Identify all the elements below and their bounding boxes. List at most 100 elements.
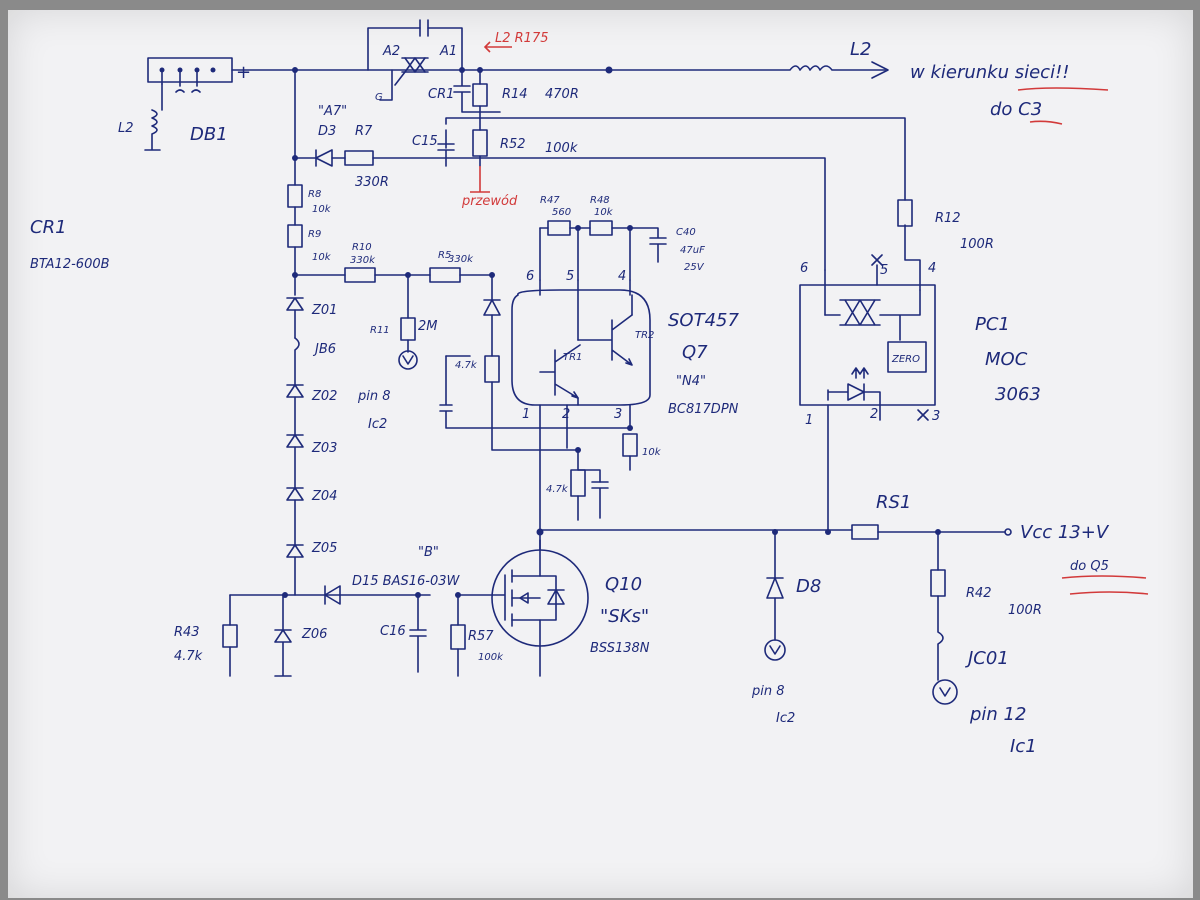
label-d8: D8 (796, 576, 821, 597)
label-r5-val: 330k (448, 254, 474, 265)
label-r42: R42 (966, 586, 992, 601)
label-a2: A2 (382, 44, 400, 59)
label-r47-val: 560 (552, 207, 571, 218)
label-d3: D3 (318, 124, 336, 139)
label-z02: Z02 (311, 389, 337, 404)
label-pin4: 4 (618, 269, 626, 284)
label-db1: DB1 (190, 124, 228, 145)
label-pc-pin1: 1 (805, 413, 813, 428)
label-a1: A1 (439, 44, 457, 59)
label-z04: Z04 (311, 489, 337, 504)
label-c40-val: 47uF (680, 245, 705, 256)
label-sk: "SKs" (600, 606, 649, 627)
label-cr1-small: CR1 (428, 87, 454, 102)
label-n4: "N4" (676, 374, 706, 389)
label-c16: C16 (380, 624, 406, 639)
underline-q5 (1061, 575, 1149, 595)
label-r47: R47 (540, 195, 560, 206)
label-z06: Z06 (301, 627, 327, 642)
label-ic2-b: Ic2 (776, 711, 795, 726)
label-r11-val: 2M (418, 319, 438, 334)
label-zero: ZERO (891, 354, 920, 365)
label-rs1: RS1 (876, 492, 911, 513)
label-pin1: 1 (522, 407, 530, 422)
triac-cr1 (367, 19, 463, 101)
label-r8: R8 (308, 189, 321, 200)
label-q7: Q7 (682, 342, 708, 363)
label-r57: R57 (468, 629, 494, 644)
label-r14: R14 (502, 87, 528, 102)
note-to-q5: do Q5 (1070, 559, 1109, 574)
label-r8-val: 10k (312, 204, 332, 215)
note-to-c3: do C3 (990, 99, 1042, 120)
label-b-mark: "B" (418, 545, 439, 560)
note-cr1-part: BTA12-600B (30, 257, 110, 272)
label-r7: R7 (355, 124, 373, 139)
label-d15: D15 BAS16-03W (352, 574, 461, 589)
label-pc-pin5: 5 (880, 263, 888, 278)
note-przewod: przewód (461, 194, 518, 209)
label-pc-pin4: 4 (928, 261, 936, 276)
label-r43-val: 4.7k (174, 649, 203, 664)
label-bss138n: BSS138N (590, 641, 650, 656)
label-z03: Z03 (311, 441, 337, 456)
label-pin6: 6 (526, 269, 534, 284)
label-pc-pin6: 6 (800, 261, 808, 276)
label-r48: R48 (590, 195, 610, 206)
label-r12-val: 100R (960, 237, 994, 252)
label-tr2: TR2 (635, 330, 654, 341)
underline-c3 (1017, 87, 1109, 125)
label-r57-val: 100k (478, 652, 504, 663)
label-r14-val: 470R (545, 87, 579, 102)
label-pin8-b: pin 8 (751, 684, 785, 699)
note-cr1-name: CR1 (30, 217, 67, 238)
zener-chain (274, 297, 304, 677)
label-l2-r175: L2 R175 (495, 31, 549, 46)
label-pc-pin2: 2 (870, 407, 878, 422)
label-ic2-a: Ic2 (368, 417, 387, 432)
label-r10-val: 330k (350, 255, 376, 266)
label-vcc: Vcc 13+V (1020, 522, 1110, 543)
label-z05: Z05 (311, 541, 337, 556)
label-r9: R9 (308, 229, 321, 240)
label-tr1: TR1 (563, 352, 582, 363)
label-q10: Q10 (605, 574, 642, 595)
label-plus: + (236, 62, 251, 83)
label-r47k: 4.7k (455, 360, 478, 371)
label-pin2: 2 (562, 407, 570, 422)
label-pin5: 5 (566, 269, 574, 284)
db1-connector (144, 57, 233, 151)
label-bc817dpn: BC817DPN (668, 402, 739, 417)
label-pin3: 3 (614, 407, 622, 422)
label-r10: R10 (352, 242, 372, 253)
label-sot457: SOT457 (668, 310, 739, 331)
label-r5: R5 (438, 250, 451, 261)
label-r9-val: 10k (312, 252, 332, 263)
label-r12: R12 (935, 211, 961, 226)
label-c40-v: 25V (684, 262, 705, 273)
label-c40: C40 (676, 227, 696, 238)
label-jc01: JC01 (965, 648, 1009, 669)
sot457-outline (511, 289, 651, 406)
label-g: G (375, 92, 383, 103)
label-pc-pin3: 3 (932, 409, 940, 424)
pc1-moc3063 (799, 199, 936, 533)
label-r48-val: 10k (594, 207, 614, 218)
label-moc-num: 3063 (995, 384, 1041, 405)
label-r10k: 10k (642, 447, 662, 458)
label-l2-left: L2 (118, 121, 134, 136)
label-r11: R11 (370, 325, 390, 336)
label-pin12: pin 12 (969, 704, 1026, 725)
label-r52: R52 (500, 137, 526, 152)
label-r52-val: 100k (545, 141, 578, 156)
label-pc1: PC1 (975, 314, 1010, 335)
label-jb6: JB6 (312, 342, 336, 357)
label-z01: Z01 (311, 303, 337, 318)
label-a7: "A7" (318, 104, 347, 119)
note-direction: w kierunku sieci!! (910, 62, 1070, 83)
label-r47k-b: 4.7k (546, 484, 569, 495)
label-r42-val: 100R (1008, 603, 1042, 618)
label-r7-val: 330R (355, 175, 389, 190)
label-pin8-a: pin 8 (357, 389, 391, 404)
label-c15: C15 (412, 134, 438, 149)
